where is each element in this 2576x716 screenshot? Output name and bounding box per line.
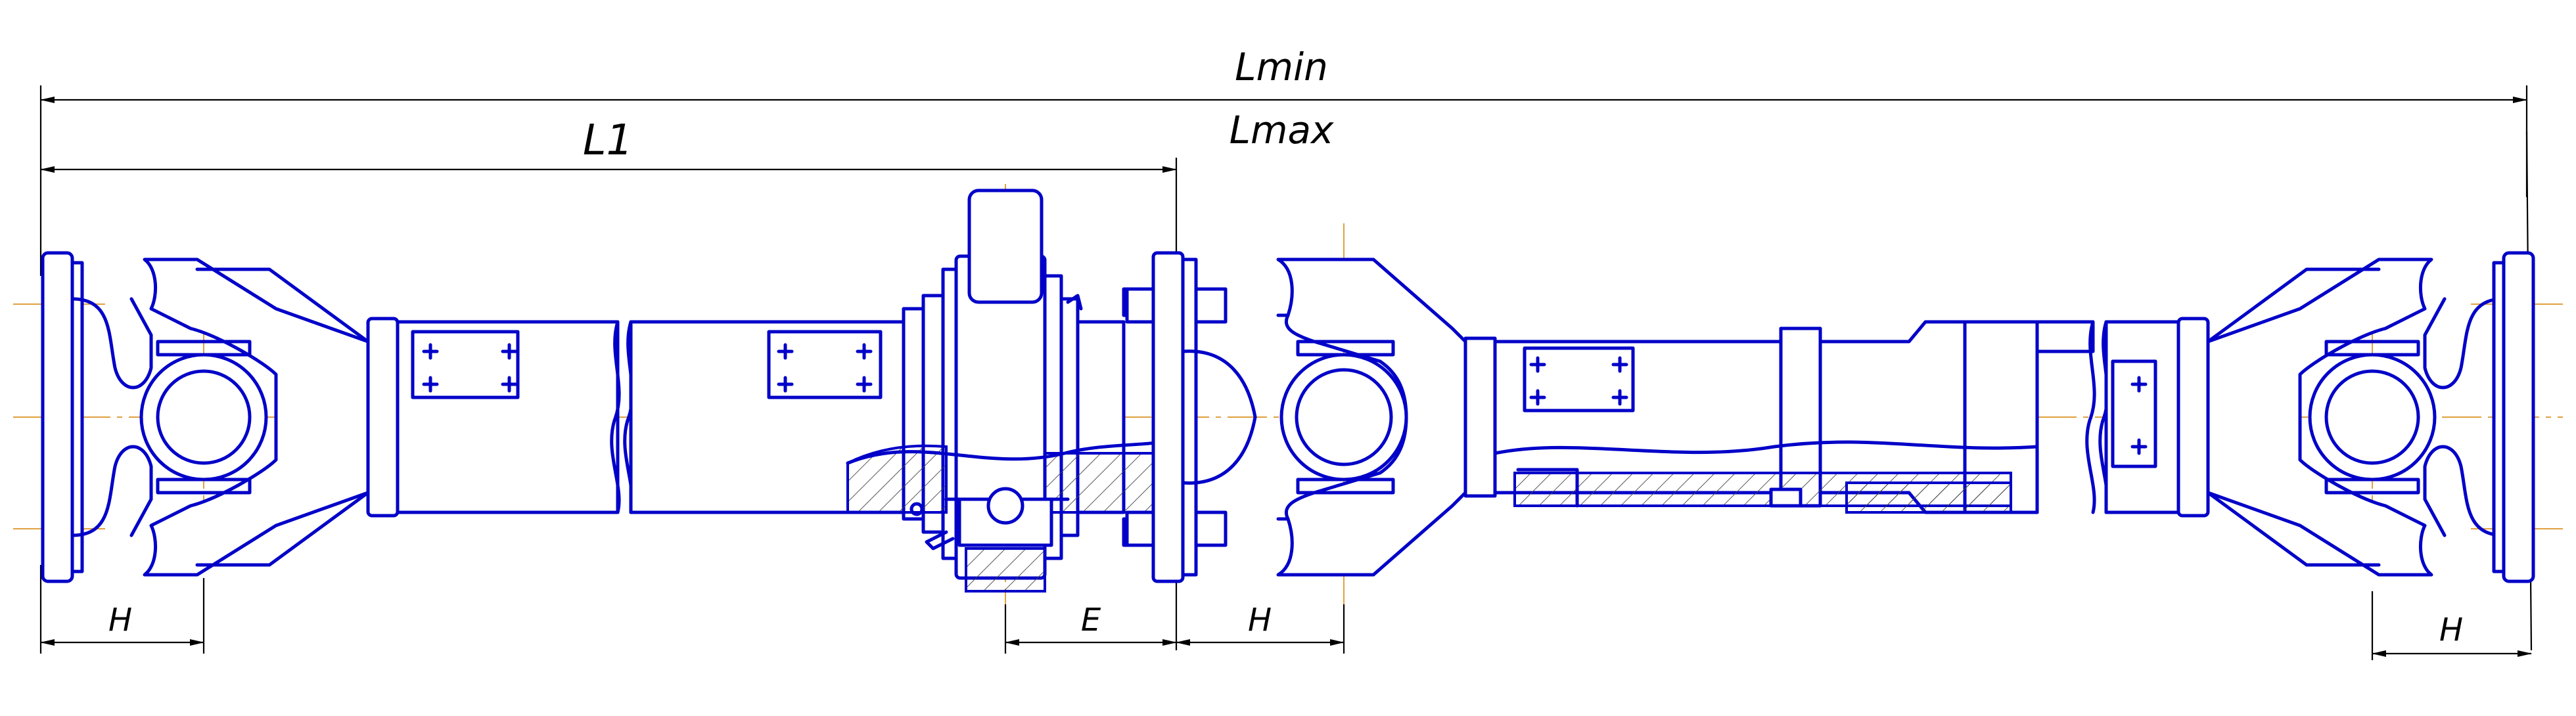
h-mid-label: H xyxy=(1248,602,1272,638)
lmin-label: Lmin xyxy=(1235,45,1328,89)
balance-weight-right-2 xyxy=(2111,359,2157,468)
balance-weight-left xyxy=(411,330,520,399)
balance-weight-right xyxy=(1523,346,1635,413)
h-left-label: H xyxy=(108,602,132,638)
left-tube xyxy=(366,317,915,518)
h-right-label: H xyxy=(2439,612,2463,648)
e-label: E xyxy=(1081,602,1101,638)
slip-joint xyxy=(1463,320,2095,514)
center-support-bearing xyxy=(846,189,1178,593)
balance-weight-left-2 xyxy=(767,330,883,399)
left-flange-yoke xyxy=(41,251,370,583)
l1-label: L1 xyxy=(583,116,633,165)
lmax-label: Lmax xyxy=(1230,108,1334,152)
middle-flange-yoke xyxy=(1125,251,1467,583)
right-flange-yoke xyxy=(2085,251,2535,583)
